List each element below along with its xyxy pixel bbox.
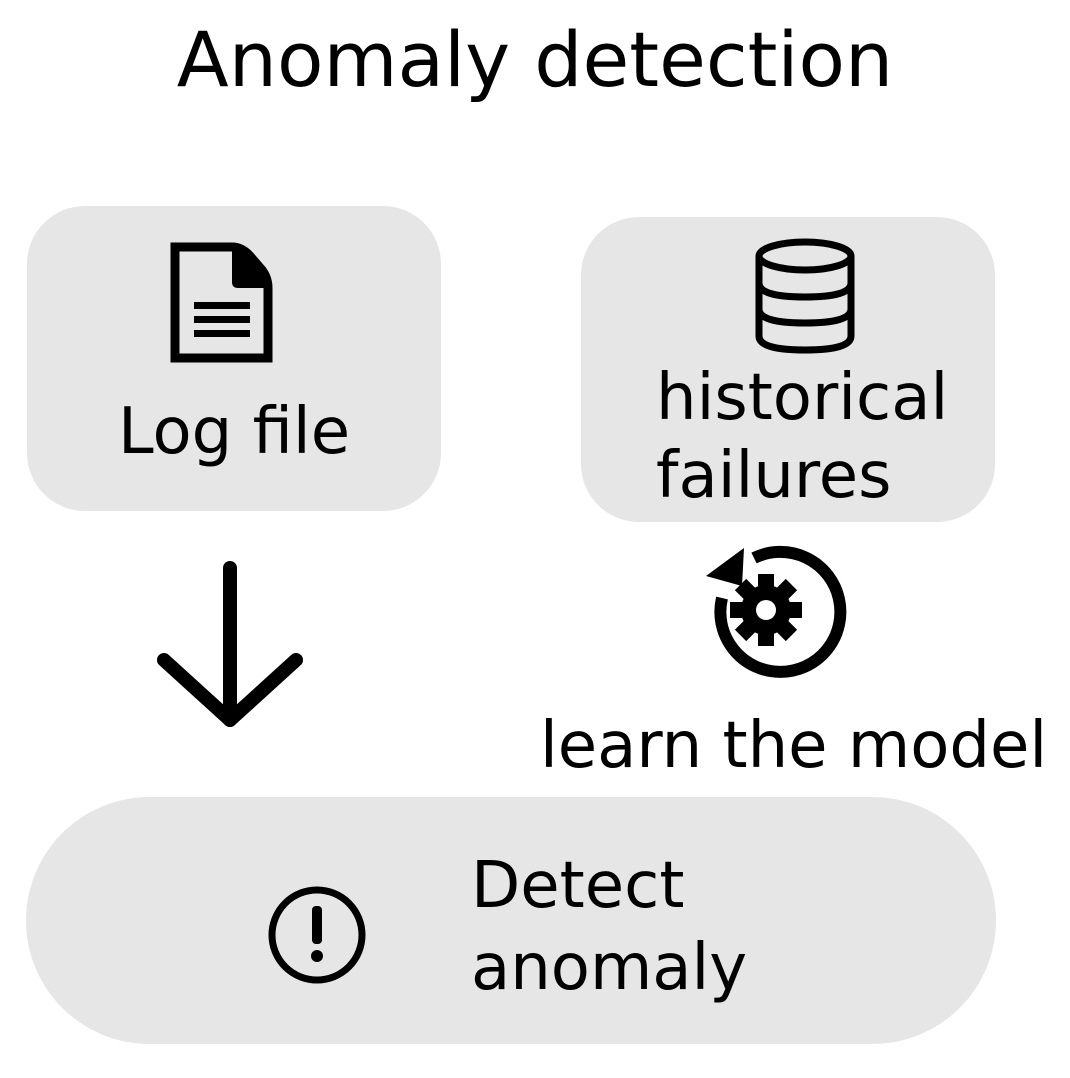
detect-anomaly-box <box>26 797 996 1044</box>
database-icon <box>755 238 855 354</box>
document-icon <box>170 242 273 363</box>
failures-label-line2: failures <box>656 439 892 513</box>
detect-label-line1: Detect <box>471 849 685 923</box>
learn-model-label: learn the model <box>540 709 1048 783</box>
log-file-label: Log file <box>117 395 351 469</box>
exclamation-circle-icon <box>268 886 366 984</box>
diagram-title: Anomaly detection <box>176 15 894 104</box>
anomaly-label-line2: anomaly <box>471 931 748 1005</box>
historical-label-line1: historical <box>656 361 949 435</box>
gear-cycle-icon <box>706 545 847 678</box>
down-arrow <box>157 561 303 727</box>
